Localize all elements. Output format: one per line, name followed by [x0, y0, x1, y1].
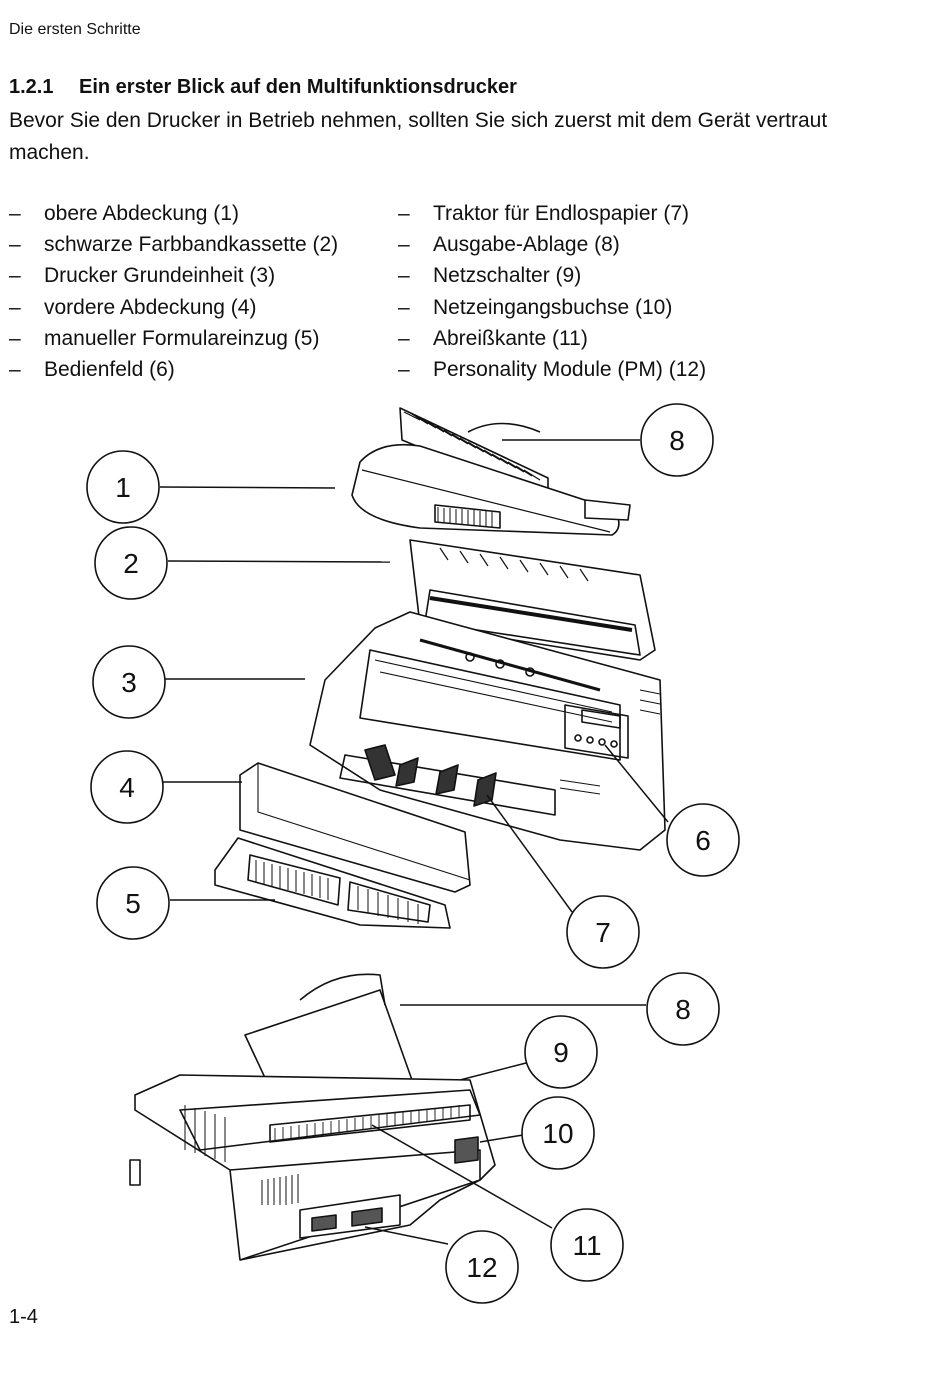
- callout-7: 7: [566, 895, 640, 969]
- printer-rear-drawing: [129, 973, 496, 1261]
- callout-4: 4: [90, 750, 164, 824]
- list-item: –Personality Module (PM) (12): [398, 354, 706, 385]
- parts-list-right: –Traktor für Endlospapier (7) –Ausgabe-A…: [398, 198, 706, 385]
- intro-paragraph: Bevor Sie den Drucker in Betrieb nehmen,…: [9, 109, 828, 164]
- svg-text:10: 10: [542, 1118, 573, 1149]
- list-dash: –: [9, 295, 21, 319]
- svg-text:4: 4: [119, 772, 135, 803]
- callout-10: 10: [521, 1096, 595, 1170]
- svg-text:12: 12: [466, 1252, 497, 1283]
- callout-1: 1: [86, 450, 160, 524]
- svg-text:8: 8: [675, 994, 691, 1025]
- running-head: Die ersten Schritte: [9, 21, 141, 38]
- callout-12: 12: [445, 1230, 519, 1304]
- list-item: –schwarze Farbbandkassette (2): [9, 229, 338, 260]
- list-dash: –: [398, 295, 410, 319]
- front-cover-drawing: [239, 762, 471, 893]
- list-item-text: Abreißkante (11): [433, 326, 588, 350]
- leader-line-11: [371, 1124, 553, 1229]
- list-item: –Ausgabe-Ablage (8): [398, 229, 706, 260]
- list-dash: –: [398, 202, 410, 225]
- callout-8-top: 8: [640, 403, 714, 477]
- list-dash: –: [398, 264, 410, 288]
- list-item: –Netzschalter (9): [398, 260, 706, 291]
- top-cover-drawing: [351, 407, 631, 536]
- printer-base-drawing: [309, 611, 666, 851]
- svg-text:5: 5: [125, 888, 141, 919]
- svg-text:2: 2: [123, 548, 139, 579]
- callout-9: 9: [524, 1015, 598, 1089]
- leader-line-6: [604, 744, 669, 823]
- svg-text:6: 6: [695, 825, 711, 856]
- list-item-text: Ausgabe-Ablage (8): [433, 233, 620, 257]
- list-item: –manueller Formulareinzug (5): [9, 323, 338, 354]
- list-item: –Abreißkante (11): [398, 323, 706, 354]
- svg-text:3: 3: [121, 667, 137, 698]
- svg-text:11: 11: [572, 1230, 601, 1261]
- section-heading: 1.2.1 Ein erster Blick auf den Multifunkt…: [9, 76, 517, 99]
- page-number: 1-4: [9, 1306, 38, 1328]
- list-item-text: Drucker Grundeinheit (3): [44, 264, 276, 288]
- list-dash: –: [9, 264, 21, 288]
- sheet-feeder-drawing: [214, 837, 451, 929]
- list-dash: –: [9, 358, 21, 382]
- callout-11: 11: [550, 1208, 624, 1282]
- leader-line-7: [486, 794, 573, 913]
- list-dash: –: [9, 233, 21, 257]
- svg-text:9: 9: [553, 1037, 569, 1068]
- printer-illustration: 1 2 3 4 5 6 7 8 8 9 10 11 12: [86, 403, 740, 1304]
- list-item-text: Personality Module (PM) (12): [433, 358, 707, 382]
- leader-line-1: [159, 486, 336, 489]
- list-item: –Drucker Grundeinheit (3): [9, 260, 338, 291]
- list-item-text: Bedienfeld (6): [44, 358, 175, 382]
- leader-line-2: [167, 560, 391, 563]
- list-item-text: Netzeingangsbuchse (10): [433, 295, 673, 319]
- leader-line-10: [479, 1134, 524, 1143]
- callout-6: 6: [666, 803, 740, 877]
- list-dash: –: [9, 326, 21, 350]
- list-item-text: obere Abdeckung (1): [44, 202, 239, 225]
- list-item-text: Netzschalter (9): [433, 264, 582, 288]
- leader-line-9: [459, 1062, 527, 1081]
- parts-list-left: –obere Abdeckung (1) –schwarze Farbbandk…: [9, 198, 338, 385]
- svg-text:1: 1: [115, 472, 131, 503]
- list-item-text: schwarze Farbbandkassette (2): [44, 233, 339, 257]
- svg-text:8: 8: [669, 425, 685, 456]
- list-item-text: vordere Abdeckung (4): [44, 295, 257, 319]
- list-item: –obere Abdeckung (1): [9, 198, 338, 229]
- callout-3: 3: [92, 645, 166, 719]
- leader-line-12: [364, 1226, 449, 1245]
- section-number: 1.2.1: [9, 76, 54, 98]
- list-item: –Traktor für Endlospapier (7): [398, 198, 706, 229]
- list-dash: –: [9, 202, 21, 225]
- list-item: –Bedienfeld (6): [9, 354, 338, 385]
- svg-text:7: 7: [595, 917, 611, 948]
- list-dash: –: [398, 326, 410, 350]
- list-item: –Netzeingangsbuchse (10): [398, 292, 706, 323]
- section-title: Ein erster Blick auf den Multifunktionsd…: [79, 76, 517, 98]
- list-item: –vordere Abdeckung (4): [9, 292, 338, 323]
- callout-2: 2: [94, 526, 168, 600]
- list-item-text: Traktor für Endlospapier (7): [433, 202, 689, 225]
- callout-8-rear: 8: [646, 972, 720, 1046]
- list-dash: –: [398, 358, 410, 382]
- list-item-text: manueller Formulareinzug (5): [44, 326, 320, 350]
- callout-5: 5: [96, 866, 170, 940]
- list-dash: –: [398, 233, 410, 257]
- leader-lines: [159, 439, 669, 1245]
